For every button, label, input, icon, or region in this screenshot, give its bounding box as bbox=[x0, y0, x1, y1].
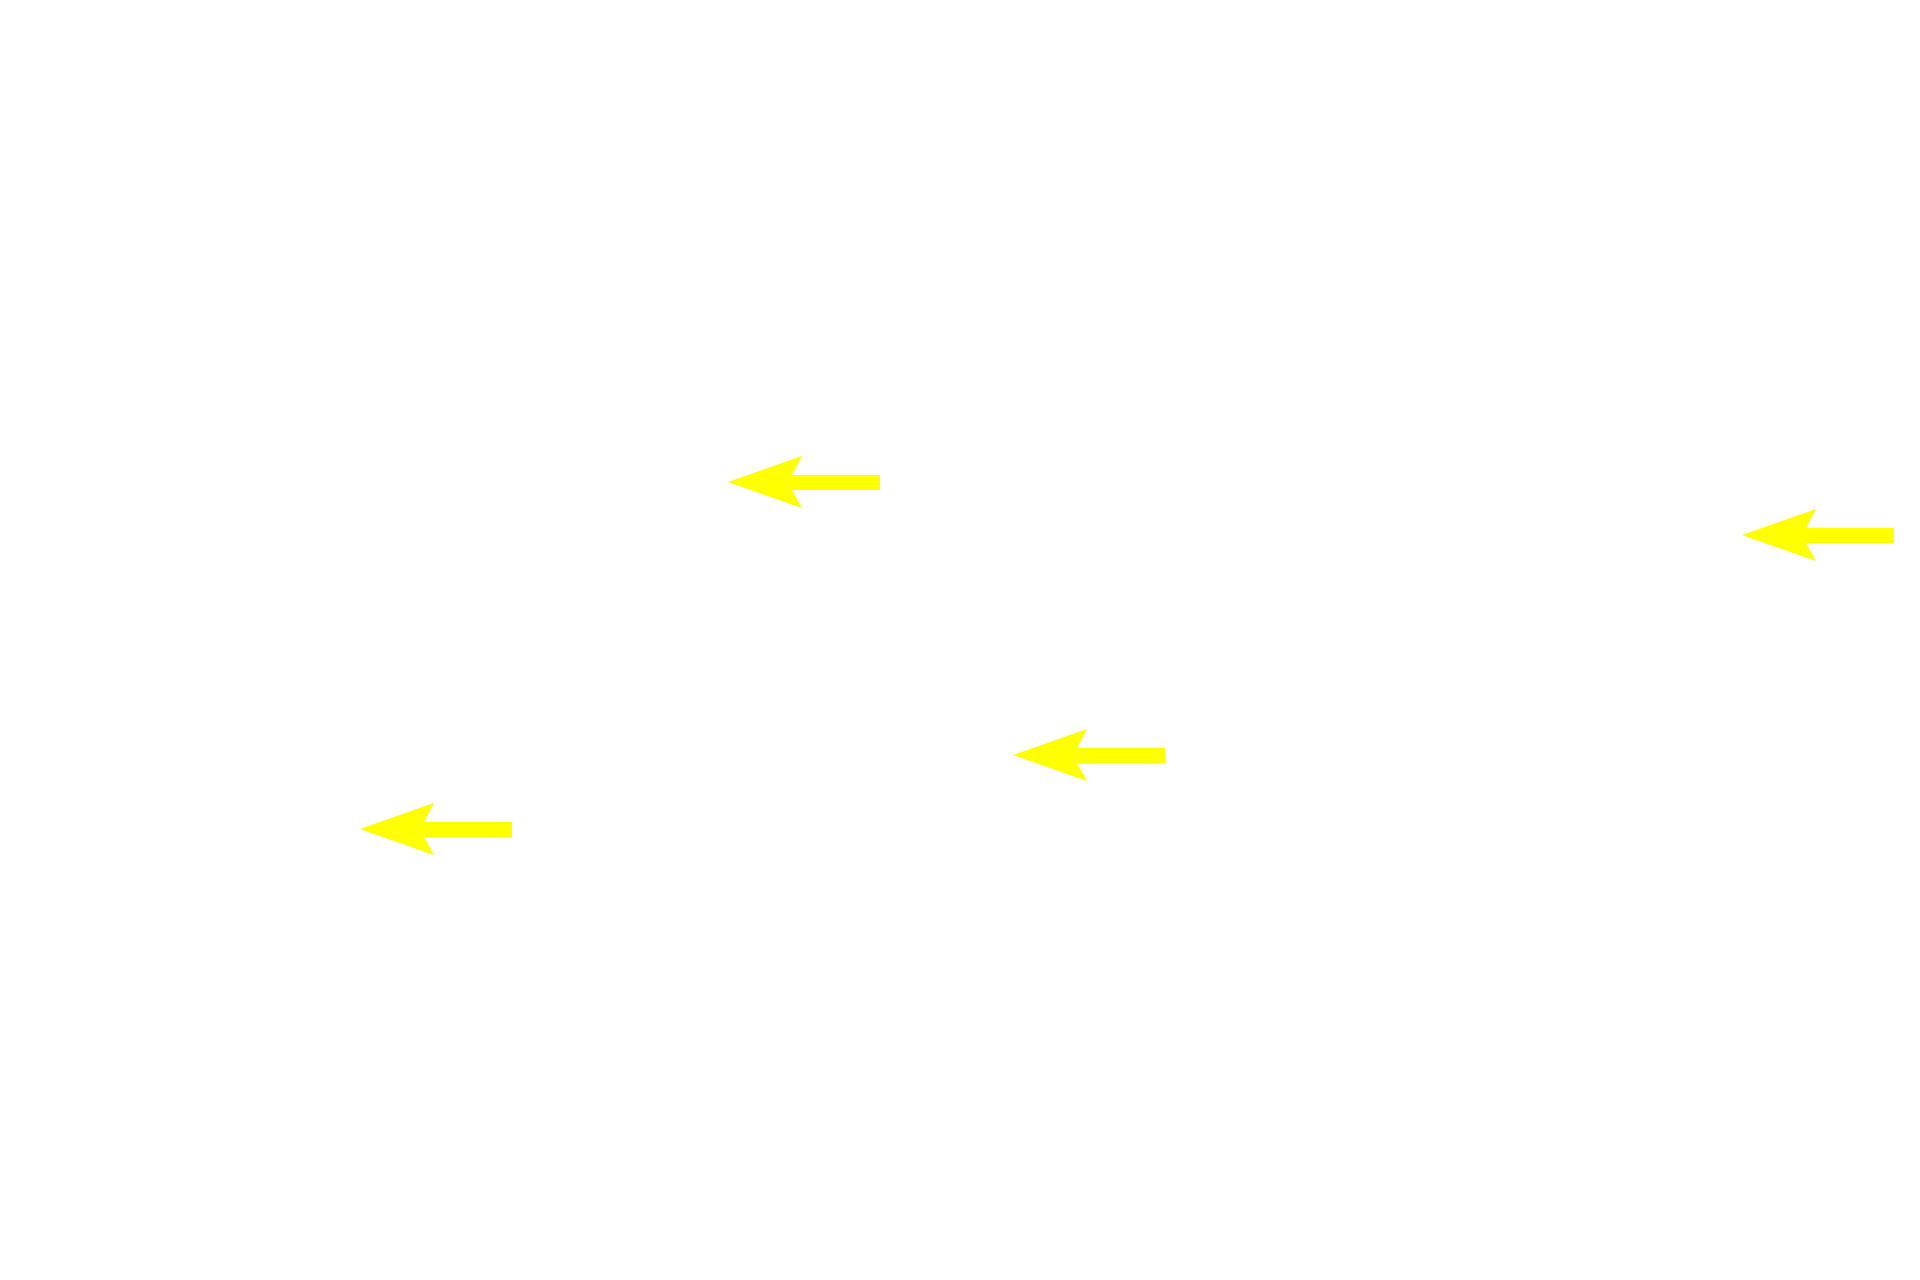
arrow-2 bbox=[1742, 509, 1894, 561]
arrow-4 bbox=[360, 803, 512, 855]
arrow-1 bbox=[728, 456, 880, 508]
arrow-3 bbox=[1013, 729, 1165, 781]
